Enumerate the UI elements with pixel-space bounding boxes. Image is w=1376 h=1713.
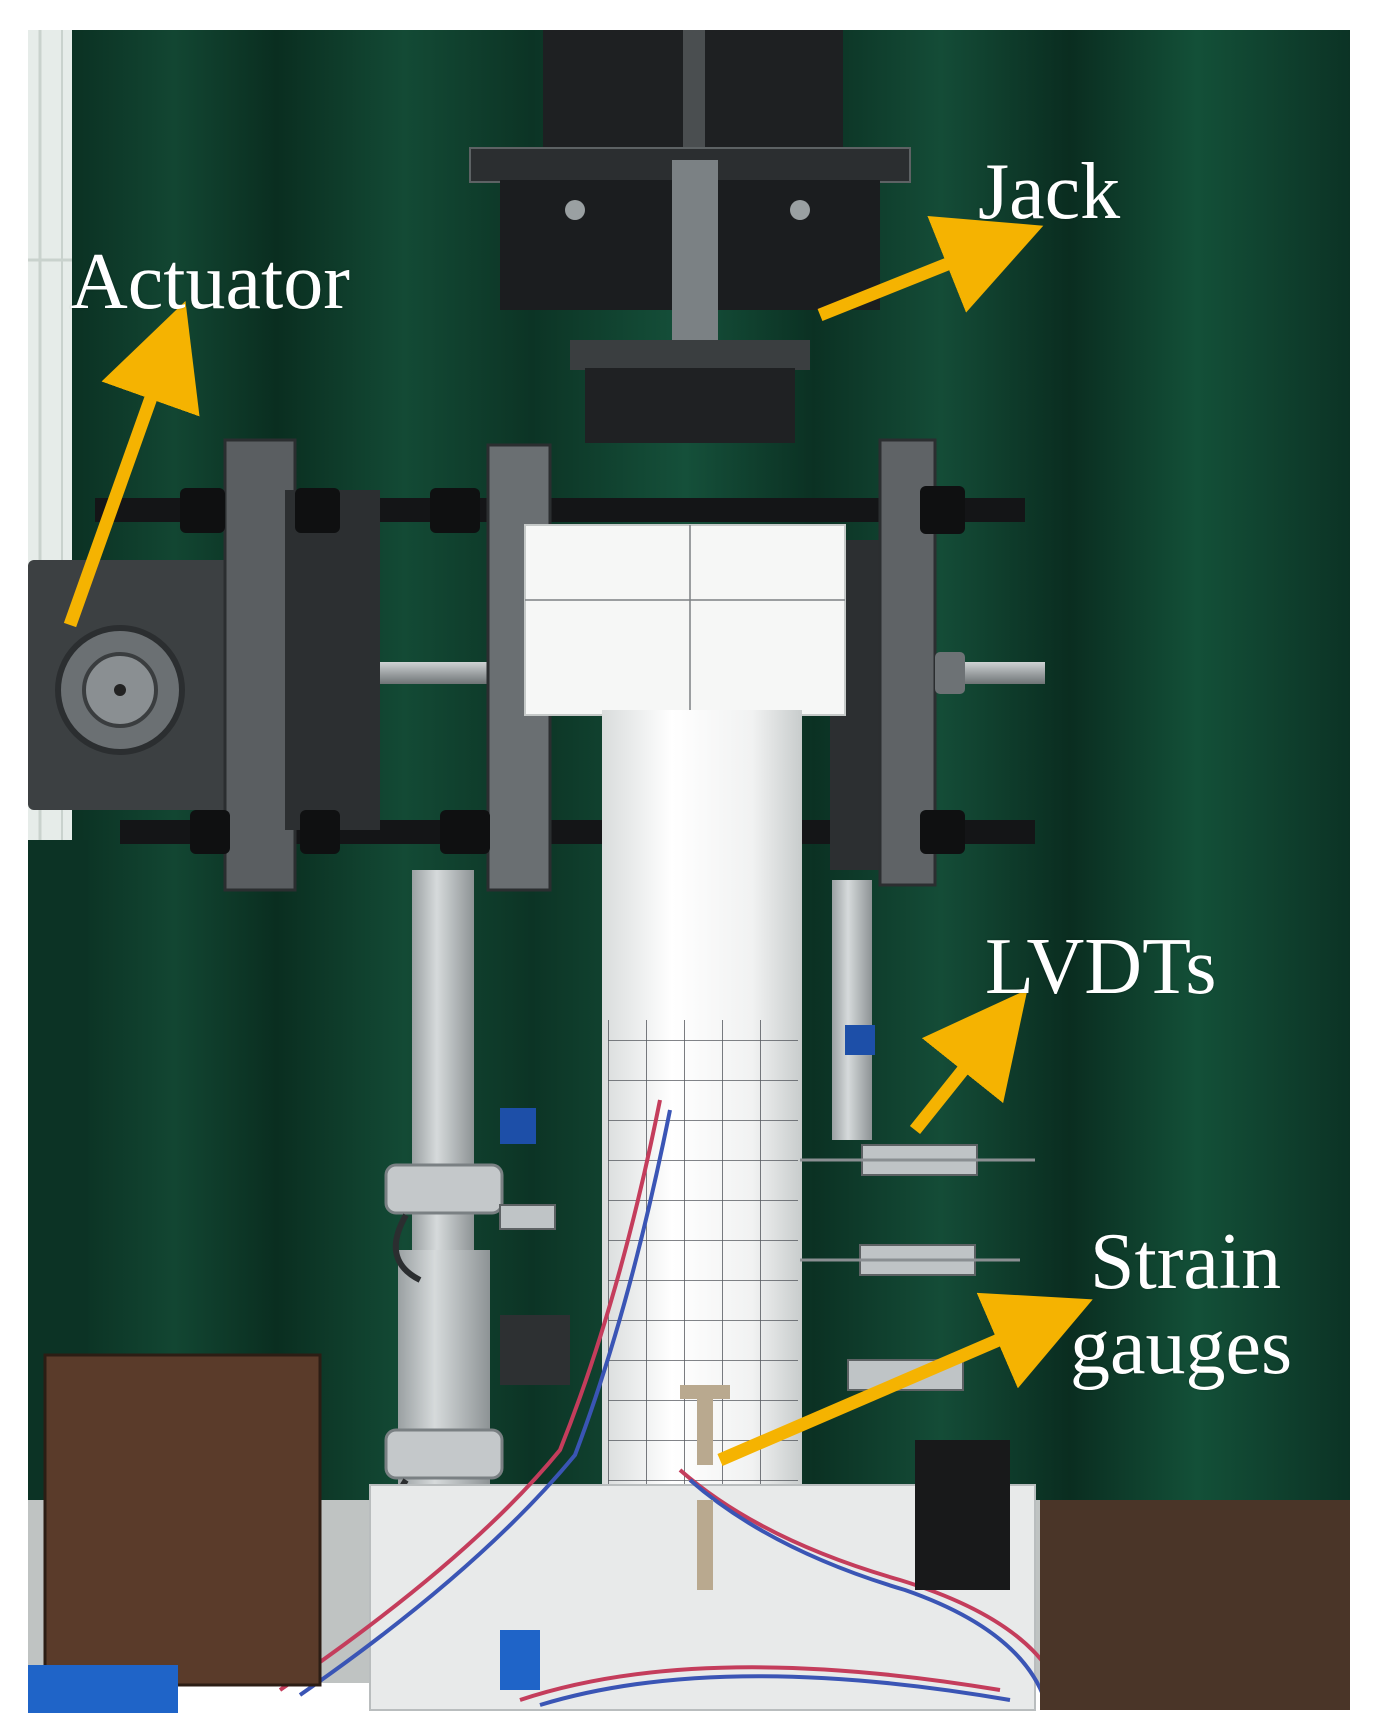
rust-box-left	[43, 1353, 322, 1687]
column-cap	[524, 524, 846, 716]
annotation-arrows	[63, 216, 1093, 1466]
jack-assembly	[469, 30, 911, 443]
strain-gauge-wires	[278, 1099, 1062, 1707]
label-strain-line2: gauges	[1070, 1303, 1293, 1391]
label-actuator: Actuator	[70, 238, 350, 326]
label-lvdts: LVDTs	[985, 923, 1217, 1011]
arrow-strain-gauges	[717, 1292, 1093, 1466]
lvdt-sensors-right	[800, 1025, 1035, 1391]
frame-plate-left	[223, 438, 297, 892]
label-jack: Jack	[978, 148, 1121, 236]
support-post-right	[832, 880, 872, 1140]
black-weight	[915, 1440, 1010, 1590]
photo-content	[28, 30, 1350, 1713]
rust-box-right	[1040, 1500, 1350, 1710]
actuator-body	[28, 560, 278, 810]
arrow-lvdts	[909, 989, 1028, 1135]
arrow-actuator	[63, 301, 200, 628]
nuts	[180, 486, 965, 854]
lvdt-sensors-left	[499, 1108, 570, 1385]
label-strain-line1: Strain	[1090, 1218, 1282, 1306]
arrow-jack	[817, 216, 1044, 322]
